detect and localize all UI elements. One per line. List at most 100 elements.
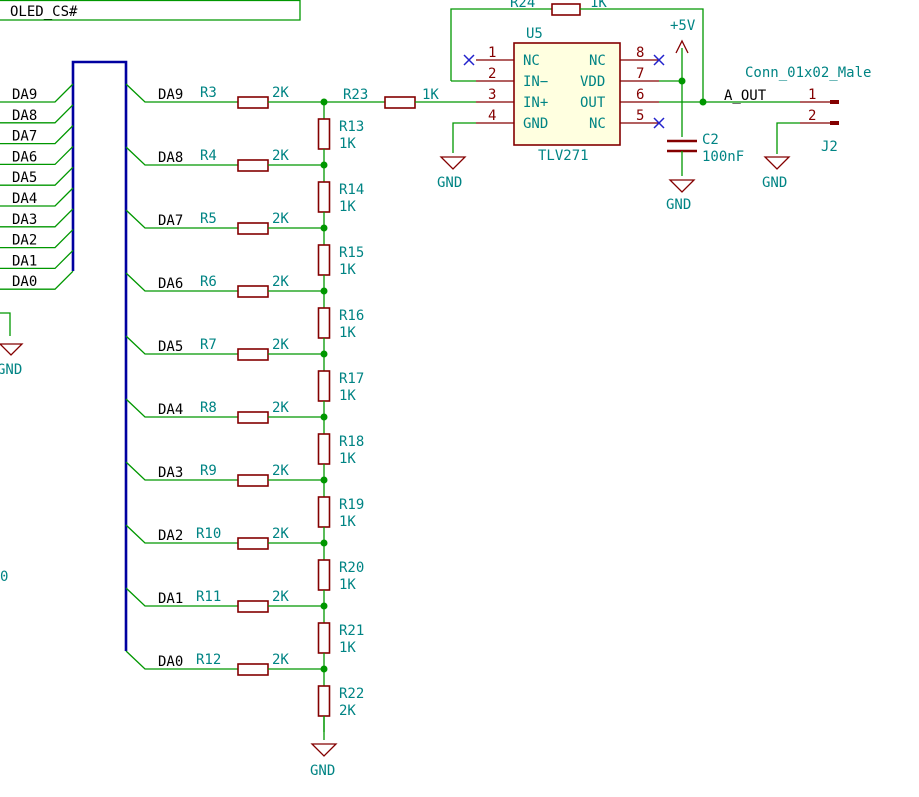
left-bus-entry: DA4	[0, 187, 74, 207]
r23-ref: R23	[343, 87, 368, 103]
pin-name: NC	[589, 53, 606, 69]
rung-resistor	[237, 96, 269, 109]
left-bus-entry: DA7	[0, 125, 74, 145]
connector-pin-2: 2	[808, 108, 816, 124]
left-bus-entry: DA1	[0, 249, 74, 269]
aout-label: A_OUT	[724, 88, 767, 104]
opamp-right-pin: 8NC	[589, 45, 659, 69]
oled-cs-area: OLED_CS#	[0, 0, 301, 21]
r24-value: 1K	[590, 0, 607, 11]
rung-resistor	[237, 348, 269, 361]
series-resistor-ref: R17	[339, 371, 364, 387]
no-connect-marker	[653, 117, 665, 129]
rung-net-label: DA9	[158, 87, 183, 103]
ladder-rung: DA9 R3 2K	[125, 83, 328, 109]
pin-name: OUT	[580, 95, 606, 111]
series-resistor-ref: R20	[339, 560, 364, 576]
rung-net-label: DA3	[158, 465, 183, 481]
rung-resistor	[237, 159, 269, 172]
rung-net-label: DA1	[158, 591, 183, 607]
left-bus-label: DA9	[12, 87, 37, 103]
left-bus-entry: DA8	[0, 104, 74, 124]
rung-resistor-value: 2K	[272, 400, 289, 416]
rung-net-label: DA8	[158, 150, 183, 166]
pin-number: 6	[636, 87, 644, 103]
pin-number: 5	[636, 108, 644, 124]
oled-cs-label: OLED_CS#	[10, 4, 78, 20]
no-connect-marker	[653, 54, 665, 66]
pin-number: 8	[636, 45, 644, 61]
left-bus-label: DA7	[12, 129, 37, 145]
series-resistor-value: 1K	[339, 136, 356, 152]
series-resistor	[317, 118, 331, 150]
series-resistor	[317, 496, 331, 528]
rung-resistor	[237, 474, 269, 487]
ladder-gnd-label: GND	[310, 763, 335, 779]
rung-resistor-value: 2K	[272, 337, 289, 353]
rung-net-label: DA4	[158, 402, 183, 418]
rung-resistor-ref: R6	[200, 274, 217, 290]
left-bus-label: DA8	[12, 108, 37, 124]
rung-resistor-ref: R9	[200, 463, 217, 479]
series-resistor-ref: R15	[339, 245, 364, 261]
cap-ref: C2	[702, 132, 719, 148]
series-resistor-ref: R16	[339, 308, 364, 324]
series-resistor-value: 1K	[339, 577, 356, 593]
left-bus-entry: DA5	[0, 166, 74, 186]
vcc-label: +5V	[670, 18, 696, 34]
left-bus-label: DA3	[12, 212, 37, 228]
power-and-cap: +5V C2 100nF GND	[659, 18, 744, 213]
rung-resistor-ref: R3	[200, 85, 217, 101]
pin-number: 7	[636, 66, 644, 82]
series-resistor-value: 1K	[339, 451, 356, 467]
rung-net-label: DA0	[158, 654, 183, 670]
series-resistor-value: 1K	[339, 262, 356, 278]
data-bus	[71, 60, 128, 651]
pin-number: 1	[488, 45, 496, 61]
rung-resistor-ref: R7	[200, 337, 217, 353]
left-bus-entry: DA3	[0, 208, 74, 228]
left-bus-label: DA5	[12, 170, 37, 186]
left-bus-label: DA0	[12, 274, 37, 290]
aout-net: A_OUT	[659, 88, 800, 104]
series-resistor	[317, 181, 331, 213]
pin-name: IN+	[523, 95, 548, 111]
rung-resistor-value: 2K	[272, 148, 289, 164]
series-resistor-ref: R21	[339, 623, 364, 639]
connector-gnd-label: GND	[762, 175, 787, 191]
pin-name: GND	[523, 116, 548, 132]
rung-resistor-value: 2K	[272, 85, 289, 101]
no-connect-marker	[463, 54, 475, 66]
rung-resistor	[237, 537, 269, 550]
rung-resistor-value: 2K	[272, 526, 289, 542]
rung-net-label: DA6	[158, 276, 183, 292]
rung-resistor	[237, 663, 269, 676]
cap-gnd-label: GND	[666, 197, 691, 213]
cap-value: 100nF	[702, 149, 744, 165]
opamp-gnd: GND	[437, 122, 476, 191]
pin-number: 3	[488, 87, 496, 103]
r23-value: 1K	[422, 87, 439, 103]
connector-ref: J2	[821, 139, 838, 155]
r24-ref: R24	[510, 0, 535, 11]
series-resistor-ref: R14	[339, 182, 364, 198]
left-partial-text: 0	[0, 569, 8, 585]
